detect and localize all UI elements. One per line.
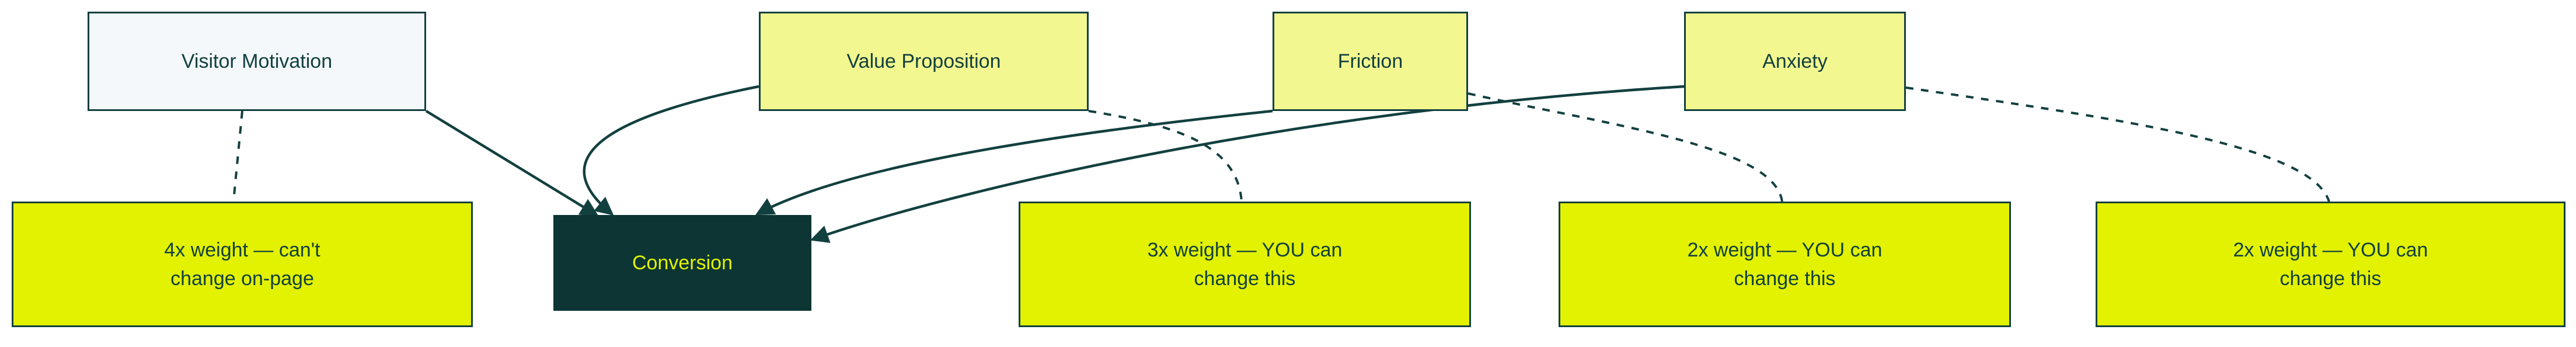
node-weight_2x_b[interactable]: 2x weight — YOU can change this xyxy=(2096,202,2565,327)
node-label-friction: Friction xyxy=(1337,50,1403,72)
edge-visitor_motivation-to-conversion xyxy=(425,110,599,217)
node-weight_2x_a[interactable]: 2x weight — YOU can change this xyxy=(1559,202,2011,327)
node-label-weight_2x_b: 2x weight — YOU can change this xyxy=(2233,239,2428,290)
node-friction[interactable]: Friction xyxy=(1273,12,1468,111)
node-label-weight_4x: 4x weight — can't change on-page xyxy=(164,239,320,290)
edge-anxiety-to-weight_2x_b xyxy=(1905,86,2330,202)
edge-value_proposition-to-weight_3x xyxy=(1088,110,1243,202)
edge-anxiety-to-conversion xyxy=(810,85,1685,243)
node-anxiety[interactable]: Anxiety xyxy=(1684,12,1906,111)
node-weight_3x[interactable]: 3x weight — YOU can change this xyxy=(1019,202,1471,327)
node-conversion[interactable]: Conversion xyxy=(553,215,811,311)
node-label-weight_2x_a: 2x weight — YOU can change this xyxy=(1687,239,1883,290)
edges-group xyxy=(232,85,2330,243)
node-label-conversion: Conversion xyxy=(632,251,733,274)
edge-friction-to-weight_2x_a xyxy=(1467,92,1783,202)
node-visitor_motivation[interactable]: Visitor Motivation xyxy=(88,12,426,111)
node-label-value_proposition: Value Proposition xyxy=(846,50,1001,72)
node-label-visitor_motivation: Visitor Motivation xyxy=(181,50,333,72)
edge-visitor_motivation-to-weight_4x xyxy=(232,110,243,202)
edge-friction-to-conversion xyxy=(755,109,1273,216)
node-label-anxiety: Anxiety xyxy=(1762,50,1828,72)
edge-value_proposition-to-conversion xyxy=(583,85,759,216)
node-weight_4x[interactable]: 4x weight — can't change on-page xyxy=(12,202,473,327)
node-label-weight_3x: 3x weight — YOU can change this xyxy=(1147,239,1343,290)
node-value_proposition[interactable]: Value Proposition xyxy=(759,12,1089,111)
